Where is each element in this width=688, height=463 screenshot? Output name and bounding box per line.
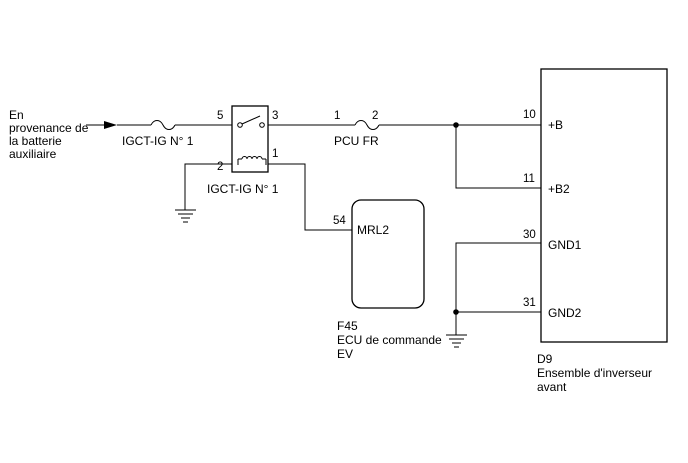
fuse-pcu-pin-1: 1 (334, 110, 340, 122)
relay-pin-5: 5 (217, 110, 223, 122)
ecu-name-line-2: EV (337, 347, 353, 361)
relay-coil-icon (241, 156, 263, 160)
source-line-3: la batterie (9, 134, 62, 148)
inverter-code: D9 (537, 352, 553, 366)
fuse-pcu-icon (354, 120, 380, 130)
ecu-box (351, 199, 425, 309)
source-line-2: provenance de (9, 121, 89, 135)
inverter-terminal-gnd1: GND1 (548, 238, 582, 252)
fuse-igct-icon (150, 120, 176, 130)
relay-contact-left (237, 122, 243, 128)
relay-pin-2: 2 (217, 161, 223, 173)
fuse-pcu-label: PCU FR (334, 134, 379, 148)
inverter-pin-10: 10 (523, 109, 536, 121)
b2-wire (455, 125, 541, 189)
ecu-pin-54: 54 (333, 215, 346, 227)
ground-junction-dot (453, 309, 459, 315)
source-line-4: auxiliaire (9, 147, 57, 161)
inverter-pin-11: 11 (523, 173, 535, 185)
inverter-terminal-b2: +B2 (548, 182, 570, 196)
ecu-name-line-1: ECU de commande (337, 333, 442, 347)
inverter-box (540, 68, 668, 343)
inverter-pin-31: 31 (523, 297, 536, 309)
ground-icon (175, 209, 196, 223)
inverter-terminal-b: +B (548, 118, 563, 132)
relay-coil-legs (237, 159, 267, 165)
inverter-name-line-1: Ensemble d'inverseur (537, 366, 652, 380)
ecu-terminal-mrl2: MRL2 (357, 223, 389, 237)
relay-ground-wire (184, 163, 232, 210)
fuse-igct-label: IGCT-IG N° 1 (122, 134, 194, 148)
battery-source-label: En provenance de la batterie auxiliaire (9, 108, 89, 161)
relay-switch-icon (241, 115, 261, 125)
relay-pin-1: 1 (272, 148, 278, 160)
fuse-pcu-pin-2: 2 (372, 110, 378, 122)
inverter-pin-30: 30 (523, 229, 536, 241)
inverter-terminal-gnd2: GND2 (548, 306, 582, 320)
relay-contact-right (259, 122, 265, 128)
source-line-1: En (9, 108, 24, 122)
inverter-name-line-2: avant (537, 380, 567, 394)
supply-arrow-icon (104, 121, 117, 129)
relay-box (231, 105, 269, 173)
relay-to-ecu-wire (268, 163, 352, 231)
ground-icon (446, 334, 467, 348)
ecu-code: F45 (337, 319, 358, 333)
relay-pin-3: 3 (272, 110, 278, 122)
gnd1-wire (455, 242, 541, 335)
relay-label: IGCT-IG N° 1 (207, 182, 279, 196)
